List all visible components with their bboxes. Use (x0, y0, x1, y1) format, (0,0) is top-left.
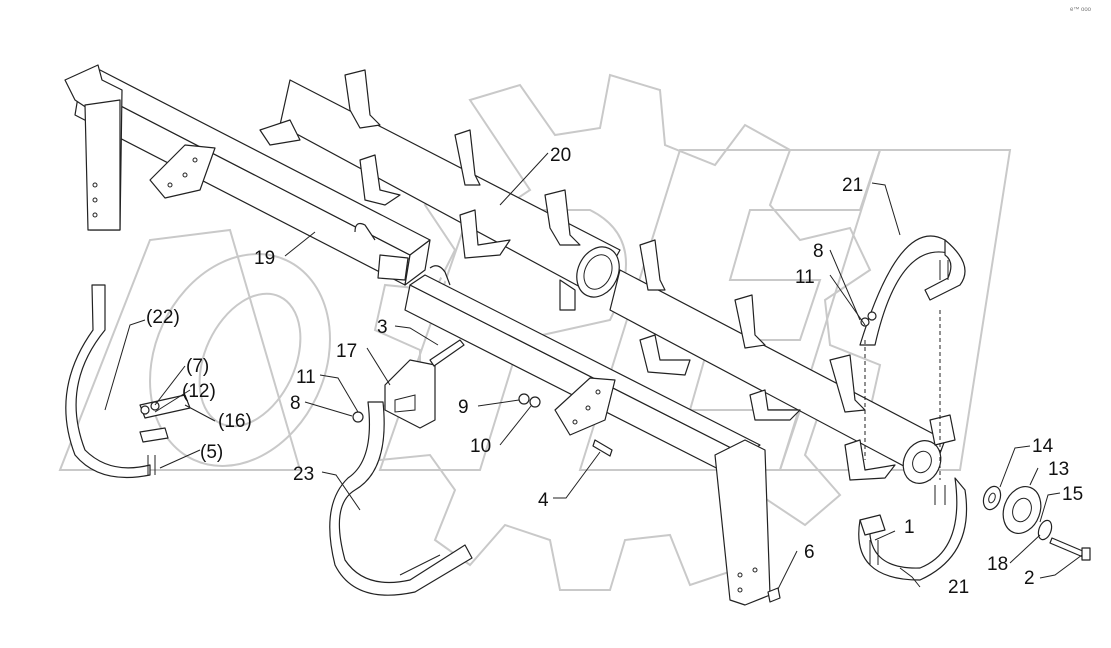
label-13: 13 (1048, 459, 1069, 480)
label-9: 9 (458, 397, 469, 418)
label-2: 2 (1024, 568, 1035, 589)
s-tine-23 (329, 401, 473, 596)
label-21-lower: 21 (948, 577, 969, 598)
leader-lines (104, 152, 1083, 590)
label-5: (5) (200, 442, 223, 463)
label-8-left: 8 (290, 393, 301, 414)
label-3: 3 (377, 317, 388, 338)
label-7: (7) (186, 356, 209, 377)
left-leg-plate (64, 64, 123, 231)
corner-mark: e™ ooo (1070, 6, 1092, 13)
label-23: 23 (293, 464, 314, 485)
label-11-left: 11 (296, 367, 316, 388)
label-11-right: 11 (795, 267, 815, 288)
label-20: 20 (550, 145, 571, 166)
label-21-upper: 21 (842, 175, 863, 196)
bolt-6 (767, 587, 781, 603)
label-17: 17 (336, 341, 357, 362)
spring-tine-22 (65, 284, 191, 479)
tube-right (609, 239, 956, 484)
bracket-17 (384, 339, 465, 429)
label-10: 10 (470, 436, 491, 457)
nut-9 (518, 393, 530, 405)
label-4: 4 (538, 490, 549, 511)
beam-lower (404, 265, 771, 606)
label-8-right: 8 (813, 241, 824, 262)
label-16: (16) (218, 411, 252, 432)
bolt-4 (592, 439, 613, 457)
washer-10 (529, 396, 541, 408)
label-18: 18 (987, 554, 1008, 575)
part-labels: 20 21 8 11 19 (22) 3 17 11 8 (7) (12) (1… (146, 145, 1083, 598)
label-22: (22) (146, 307, 180, 328)
beam-19 (74, 69, 431, 286)
tine-21-lower (858, 477, 968, 581)
label-14: 14 (1032, 436, 1054, 457)
label-12: (12) (182, 381, 216, 402)
label-15: 15 (1062, 484, 1083, 505)
tine-21-upper (859, 235, 966, 480)
label-6: 6 (804, 542, 815, 563)
tube-20 (259, 69, 621, 311)
nut-8-left (352, 411, 364, 423)
hub-assembly (982, 485, 1091, 561)
label-1: 1 (904, 517, 915, 538)
label-19: 19 (254, 248, 275, 269)
small-hardware (352, 393, 781, 603)
